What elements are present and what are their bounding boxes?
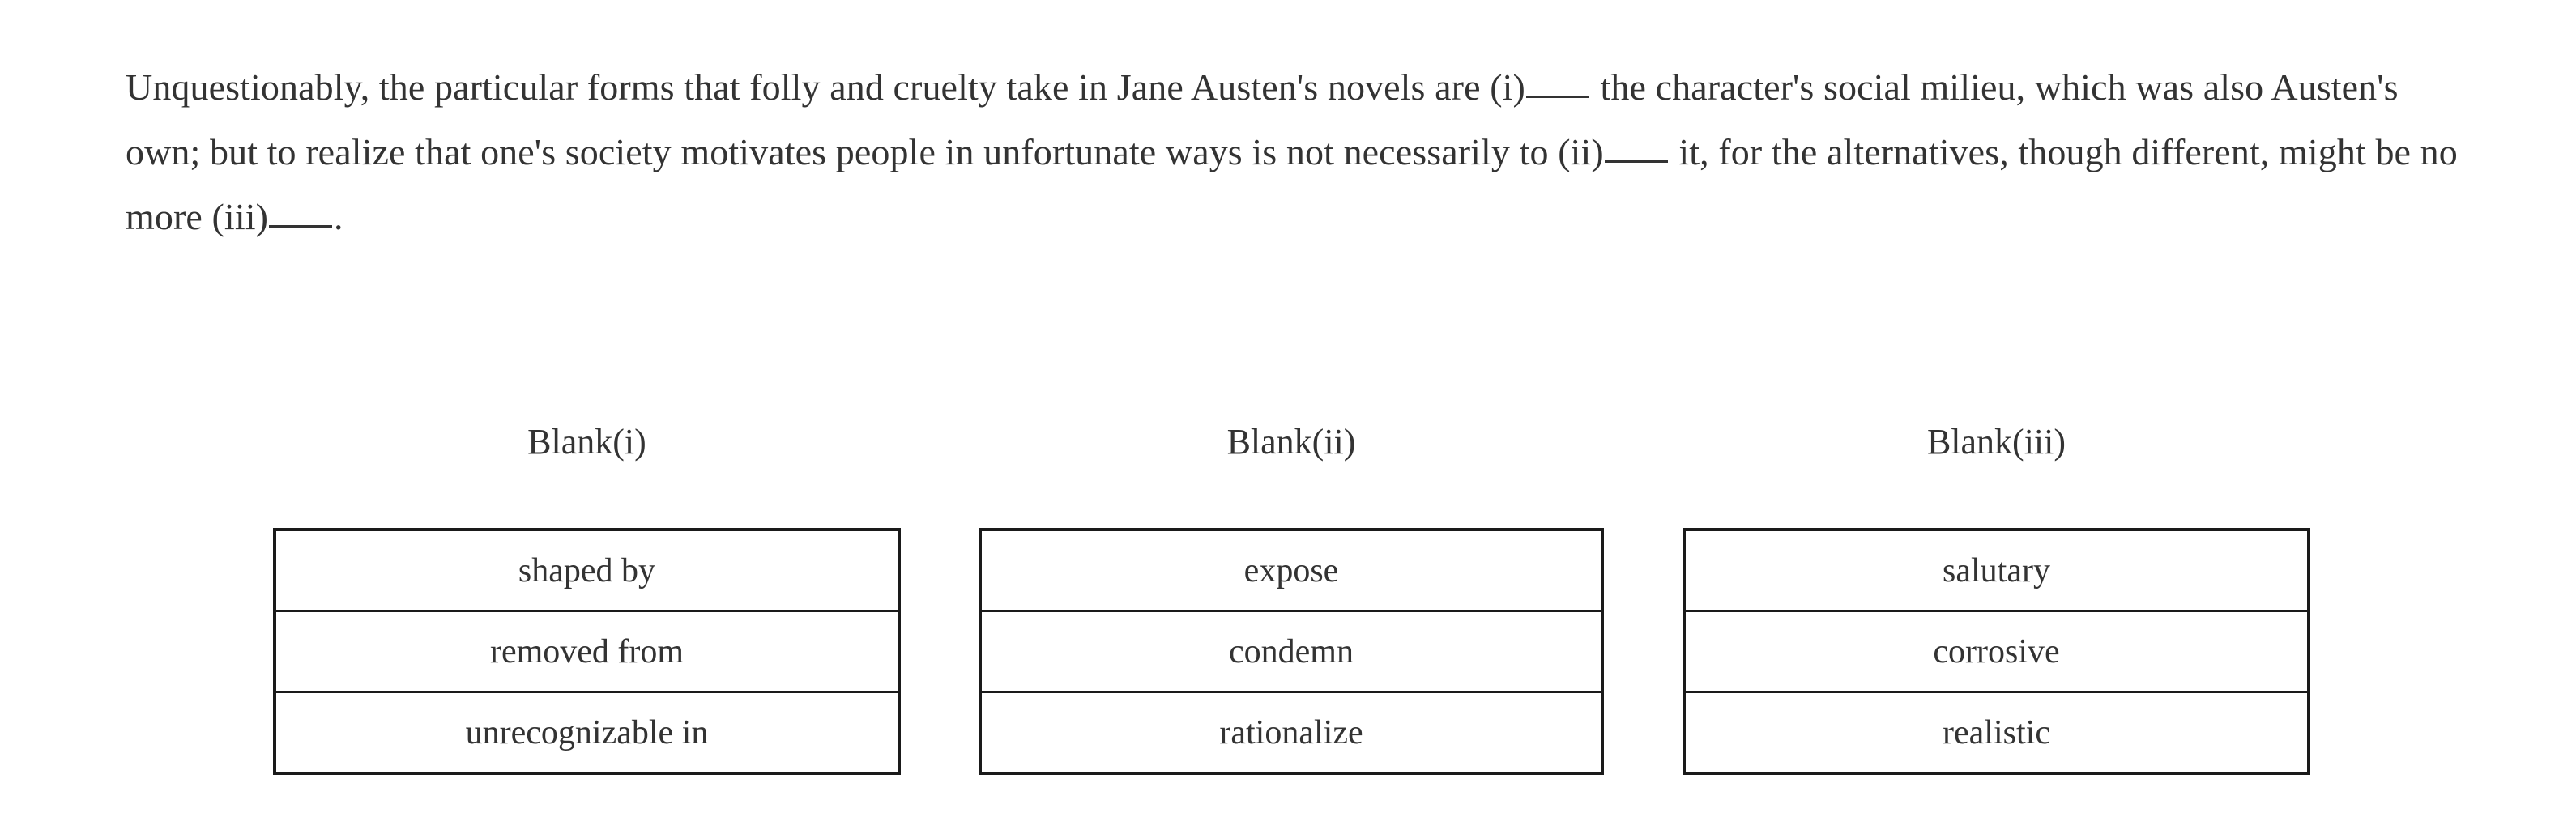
- option-i-1[interactable]: shaped by: [273, 528, 901, 612]
- blank-ii-rule: [1604, 160, 1668, 163]
- table-row: corrosive: [1683, 610, 2310, 693]
- option-iii-1[interactable]: salutary: [1683, 528, 2310, 612]
- blank-i-rule: [1525, 96, 1589, 98]
- table-row: salutary: [1683, 528, 2310, 612]
- table-row: realistic: [1683, 691, 2310, 775]
- passage-text: Unquestionably, the particular forms tha…: [126, 55, 2475, 249]
- table-row: condemn: [979, 610, 1604, 693]
- option-iii-3[interactable]: realistic: [1683, 691, 2310, 775]
- option-iii-2[interactable]: corrosive: [1683, 610, 2310, 693]
- blank-ii-options-table: expose condemn rationalize: [979, 528, 1604, 775]
- blank-i-options-table: shaped by removed from unrecognizable in: [273, 528, 901, 775]
- passage-segment-1: Unquestionably, the particular forms tha…: [126, 66, 1525, 108]
- blank-group-iii: Blank(iii) salutary corrosive realistic: [1683, 405, 2310, 775]
- option-i-3[interactable]: unrecognizable in: [273, 691, 901, 775]
- answer-options-area: Blank(i) shaped by removed from unrecogn…: [0, 405, 2576, 826]
- table-row: shaped by: [273, 528, 901, 612]
- blank-i-header: Blank(i): [527, 422, 646, 462]
- passage-segment-4: .: [334, 196, 343, 237]
- blank-iii-options-table: salutary corrosive realistic: [1683, 528, 2310, 775]
- option-ii-2[interactable]: condemn: [979, 610, 1604, 693]
- option-i-2[interactable]: removed from: [273, 610, 901, 693]
- table-row: removed from: [273, 610, 901, 693]
- table-row: unrecognizable in: [273, 691, 901, 775]
- blank-group-ii: Blank(ii) expose condemn rationalize: [979, 405, 1604, 775]
- option-ii-1[interactable]: expose: [979, 528, 1604, 612]
- blank-ii-header: Blank(ii): [1226, 422, 1356, 462]
- blank-group-i: Blank(i) shaped by removed from unrecogn…: [273, 405, 901, 775]
- option-ii-3[interactable]: rationalize: [979, 691, 1604, 775]
- passage-segment-2: the character's social milieu, which was…: [126, 66, 2399, 172]
- passage-segment-3: it, for the alternatives, though differe…: [126, 131, 2458, 237]
- table-row: expose: [979, 528, 1604, 612]
- table-row: rationalize: [979, 691, 1604, 775]
- blank-iii-header: Blank(iii): [1926, 422, 2066, 462]
- blank-iii-rule: [269, 225, 332, 228]
